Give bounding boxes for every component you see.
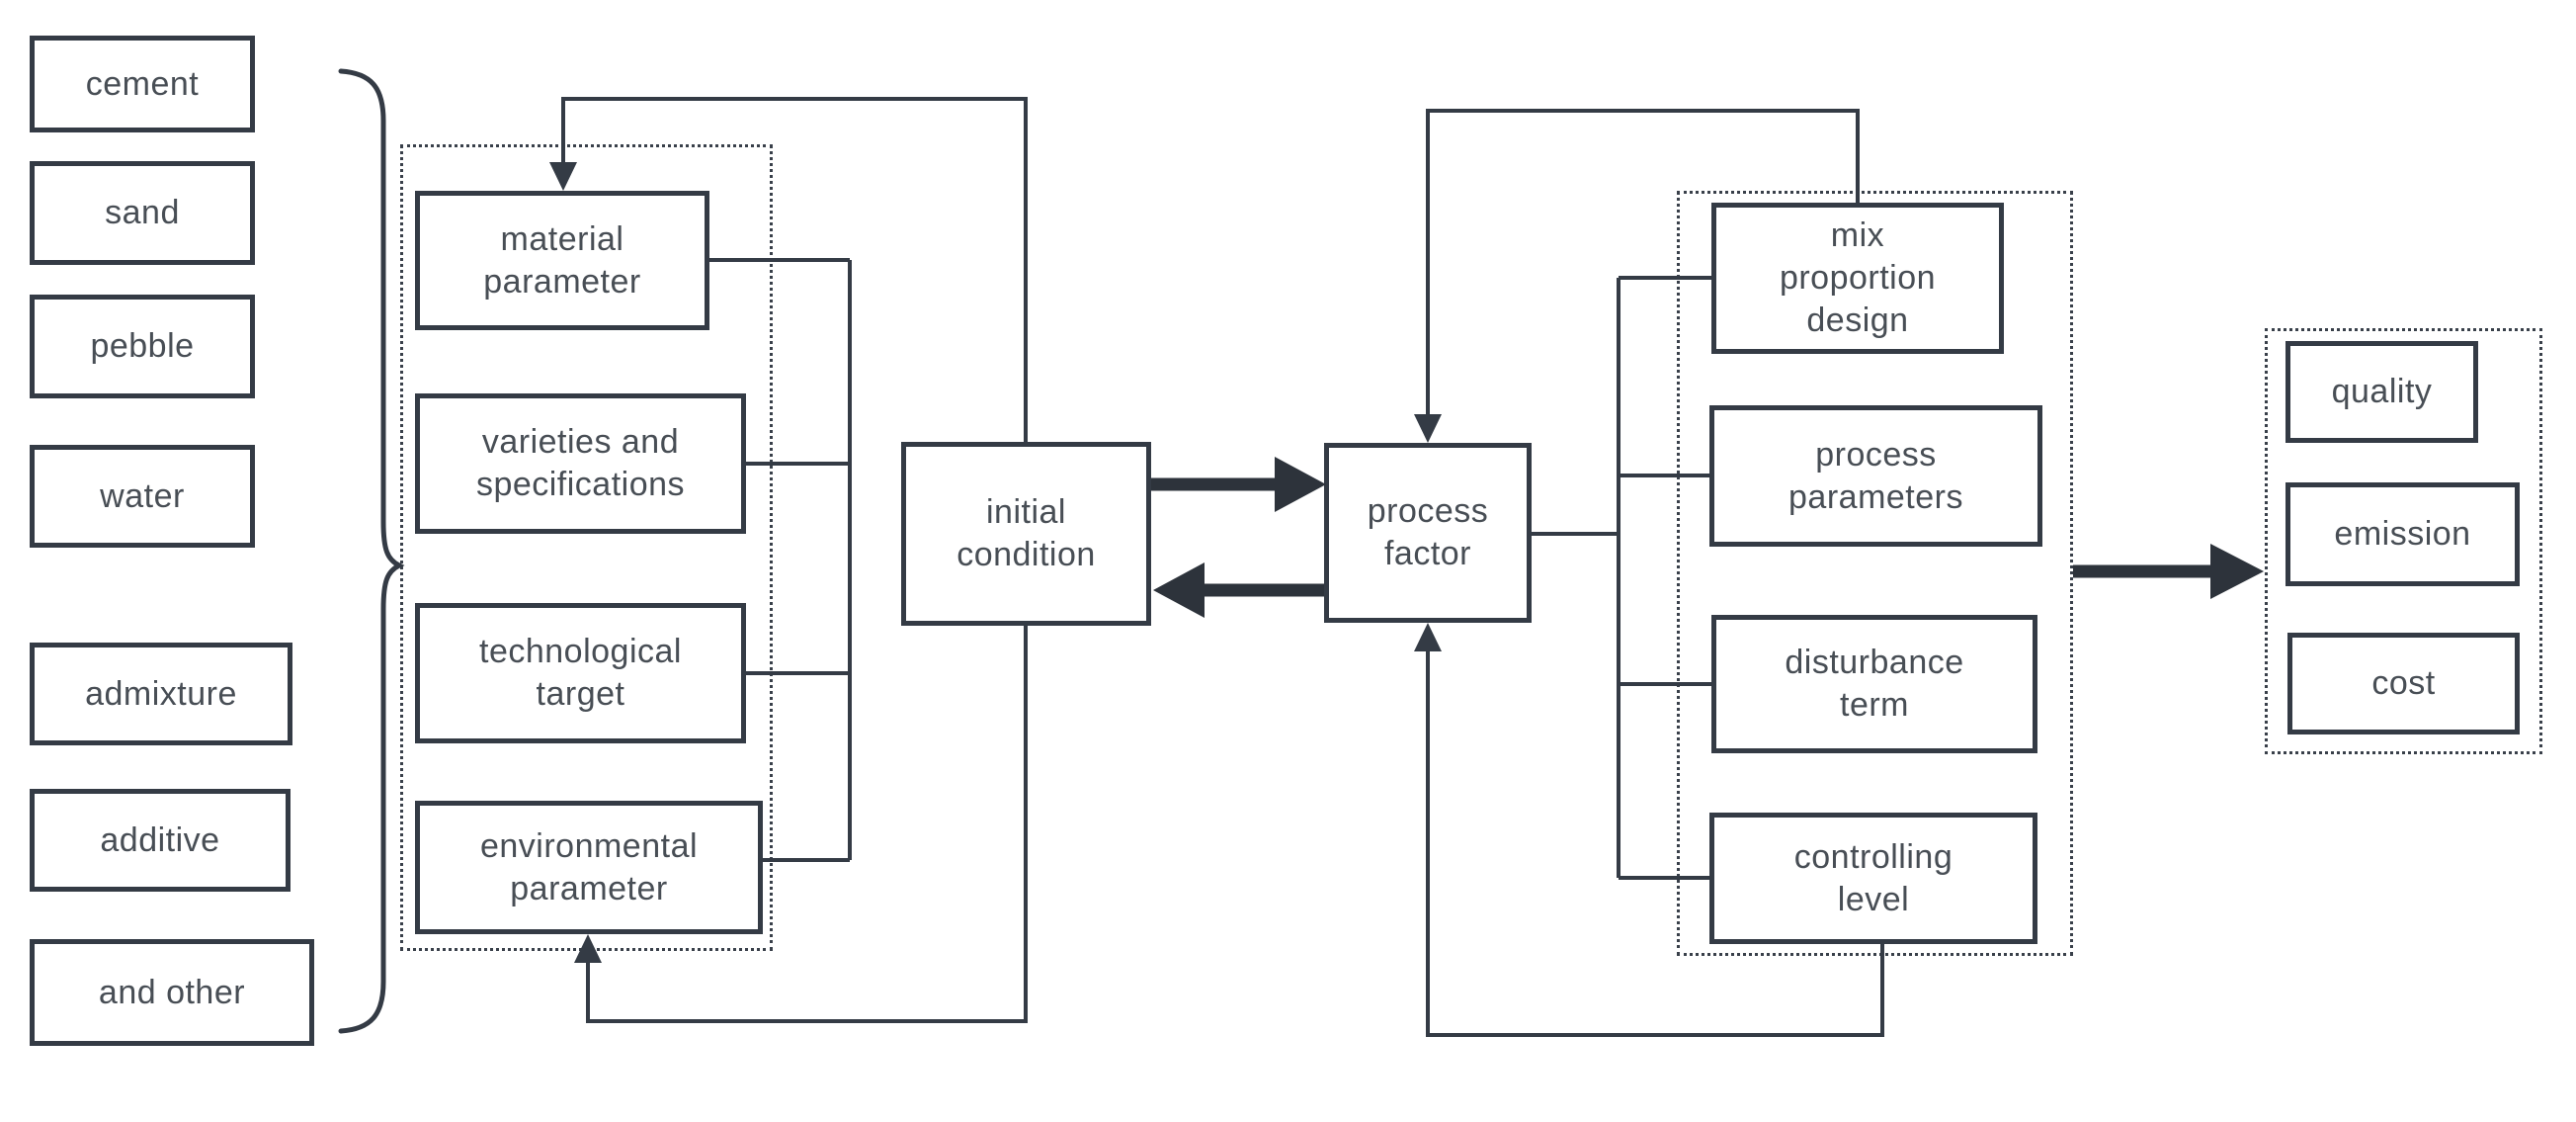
thick-arrow-initial-to-process-head [1275,457,1326,512]
arrowhead-into-process-factor-bottom [1414,623,1442,651]
process-factor-box: process factor [1324,443,1532,623]
input-box-sand: sand [30,161,255,265]
process-box-mix-proportion-design: mix proportion design [1711,203,2004,354]
process-box-controlling-level: controlling level [1709,813,2037,944]
initial-condition-box: initial condition [901,442,1151,626]
thick-arrow-group-to-outputs-head [2210,544,2264,599]
inputs-curly-brace [338,68,405,1034]
input-box-cement: cement [30,36,255,132]
output-box-emission: emission [2285,482,2520,586]
output-box-cost: cost [2287,633,2520,734]
outputs-group-frame [2265,328,2542,754]
input-box-and-other: and other [30,939,314,1046]
input-box-additive: additive [30,789,291,892]
process-box-process-parameters: process parameters [1709,405,2042,547]
process-box-disturbance-term: disturbance term [1711,615,2037,753]
factor-box-material-parameter: material parameter [415,191,709,330]
input-box-water: water [30,445,255,548]
factor-box-varieties-specifications: varieties and specifications [415,393,746,534]
thick-arrow-process-to-initial-head [1153,562,1205,618]
factor-box-environmental-parameter: environmental parameter [415,801,763,934]
input-box-pebble: pebble [30,295,255,398]
input-box-admixture: admixture [30,643,292,745]
factor-box-technological-target: technological target [415,603,746,743]
arrowhead-into-process-factor-top [1414,414,1442,443]
output-box-quality: quality [2285,341,2478,443]
